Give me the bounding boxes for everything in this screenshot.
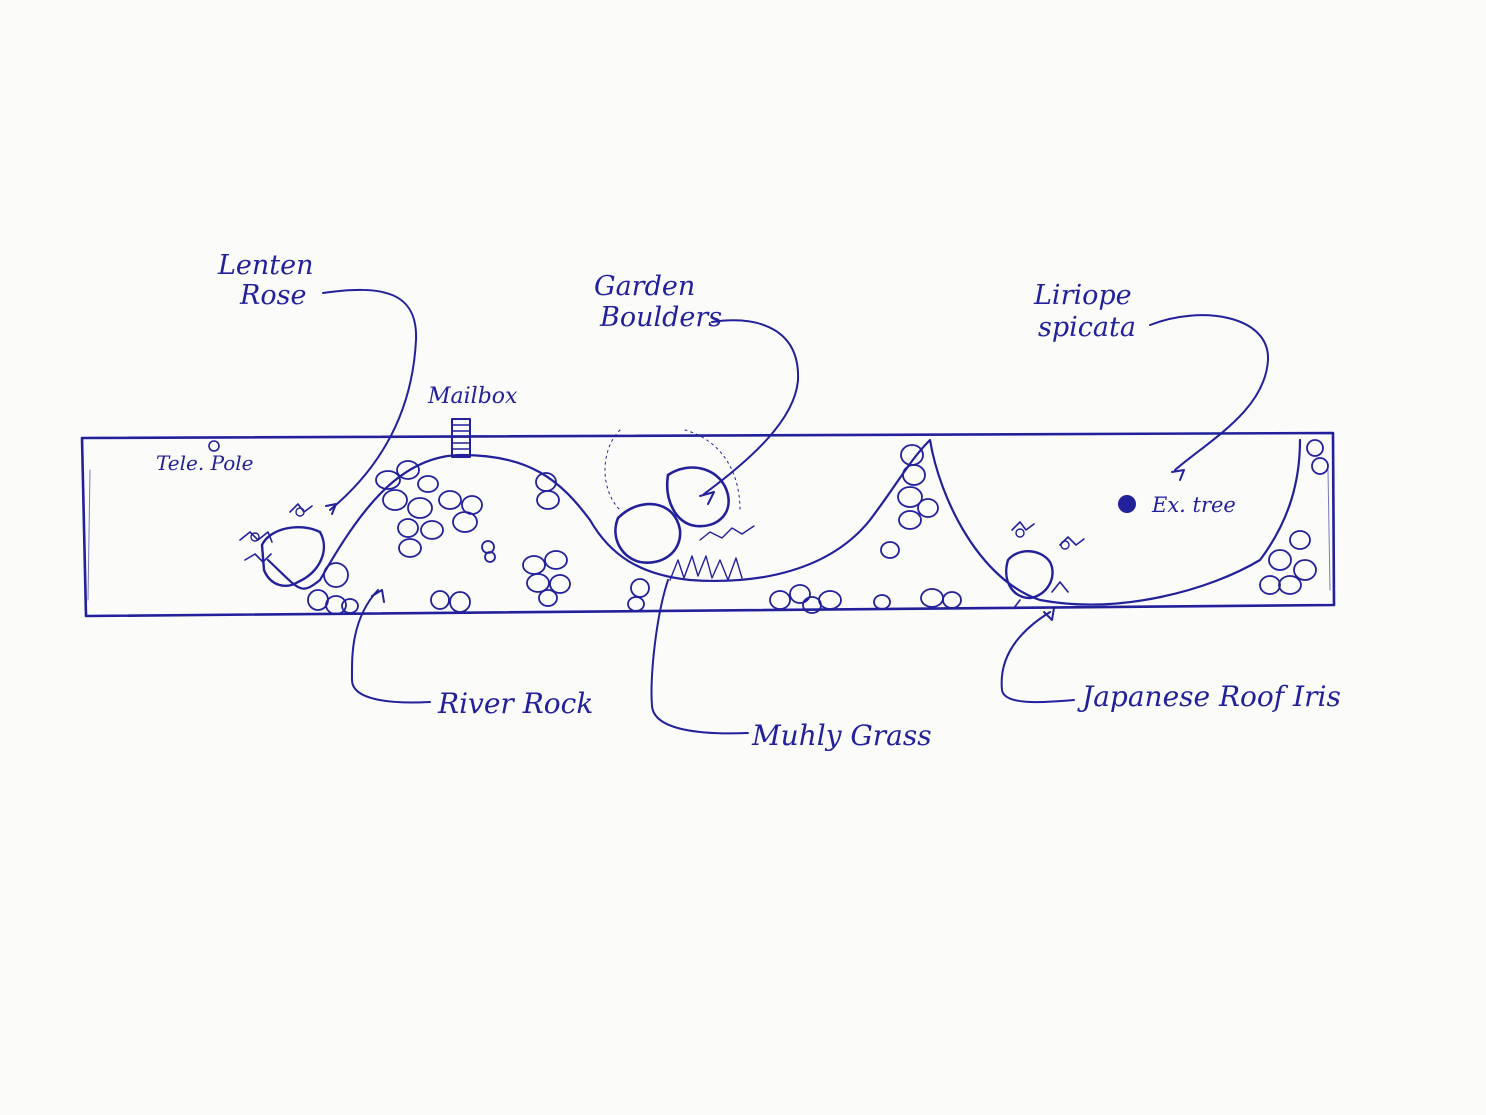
existing-tree-dot	[1118, 495, 1136, 513]
label-lenten-rose-line1: Lenten	[217, 250, 314, 281]
label-mailbox: Mailbox	[427, 384, 518, 409]
leader-lenten-rose	[322, 288, 418, 511]
label-japanese-roof-iris: Japanese Roof Iris	[1077, 680, 1341, 713]
leader-muhly-grass	[650, 579, 749, 735]
label-tele-pole: Tele. Pole	[156, 451, 254, 475]
planting-bed-curve	[266, 438, 1302, 606]
leader-lines	[322, 288, 1270, 735]
muhly-grass	[669, 525, 755, 581]
label-lenten-rose-line2: Rose	[239, 280, 306, 311]
leader-garden-boulders	[703, 319, 800, 495]
leader-river-rock	[350, 589, 431, 704]
boulder-dotted-outline	[604, 429, 741, 511]
label-garden-boulders-line2: Boulders	[599, 302, 722, 333]
bed-edge-sketch	[87, 469, 1331, 601]
label-garden-boulders-line1: Garden	[594, 271, 695, 302]
leader-japanese-roof-iris	[1000, 611, 1075, 704]
label-liriope-line1: Liriope	[1033, 280, 1132, 311]
garden-boulders	[614, 466, 730, 564]
label-river-rock: River Rock	[437, 687, 593, 720]
tele-pole-icon	[208, 440, 220, 452]
label-ex-tree: Ex. tree	[1151, 493, 1236, 517]
mailbox-icon	[451, 418, 471, 458]
label-muhly-grass: Muhly Grass	[751, 719, 932, 752]
japanese-roof-iris-group	[1005, 521, 1085, 609]
leader-liriope	[1149, 314, 1270, 471]
river-rock-clusters	[307, 439, 1329, 615]
lenten-rose-group	[239, 503, 325, 587]
label-liriope-line2: spicata	[1038, 312, 1136, 343]
bed-border	[80, 431, 1336, 618]
